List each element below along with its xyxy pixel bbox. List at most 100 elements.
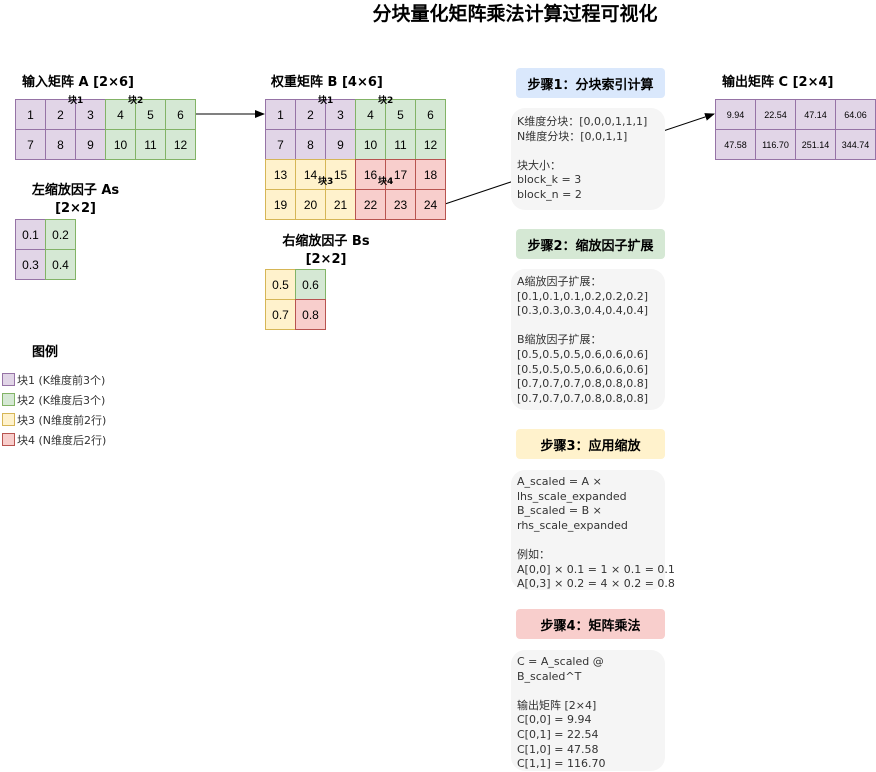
matrix-b-cell: 13	[265, 159, 296, 190]
step2-line: [0.5,0.5,0.5,0.6,0.6,0.6]	[517, 347, 649, 361]
step4-line: C[0,0] = 9.94	[517, 713, 592, 727]
output-cell: 22.54	[755, 99, 796, 130]
legend-item-block4: 块4 (N维度后2行)	[17, 434, 107, 447]
matrix-b-cell: 17	[385, 159, 416, 190]
matrix-a-cell: 8	[45, 129, 76, 160]
output-cell: 9.94	[715, 99, 756, 130]
matrix-b-cell: 23	[385, 189, 416, 220]
step3-line: 例如：	[517, 547, 550, 561]
step2-text: A缩放因子扩展： [0.1,0.1,0.1,0.2,0.2,0.2] [0.3,…	[517, 275, 665, 406]
output-label: 输出矩阵 C [2×4]	[722, 75, 834, 90]
matrix-a-cell: 11	[135, 129, 166, 160]
matrix-a-block1-label: 块1	[68, 96, 84, 106]
step4-header: 步骤4：矩阵乘法	[516, 609, 665, 639]
step4-text: C = A_scaled @ B_scaled^T 输出矩阵 [2×4] C[0…	[517, 655, 665, 772]
legend-title: 图例	[32, 345, 59, 360]
step2-line: [0.1,0.1,0.1,0.2,0.2,0.2]	[517, 289, 649, 303]
step3-line: B_scaled = B ×	[517, 504, 602, 518]
matrix-b-cell: 16	[355, 159, 386, 190]
step2-line: A缩放因子扩展：	[517, 275, 602, 288]
scale-a-cell: 0.3	[15, 249, 46, 280]
matrix-a-cell: 7	[15, 129, 46, 160]
matrix-b-cell: 22	[355, 189, 386, 220]
step4-line: C[1,1] = 116.70	[517, 757, 606, 771]
matrix-a-label: 输入矩阵 A [2×6]	[22, 75, 134, 90]
matrix-b-cell: 19	[265, 189, 296, 220]
step2-line: [0.5,0.5,0.5,0.6,0.6,0.6]	[517, 362, 649, 376]
scale-b-cell: 0.6	[295, 269, 326, 300]
output-cell: 116.70	[755, 129, 796, 160]
matrix-a-cell: 6	[165, 99, 196, 130]
scale-b-cell: 0.7	[265, 299, 296, 330]
matrix-a-block2-label: 块2	[128, 96, 144, 106]
output-cell: 47.14	[795, 99, 836, 130]
step4-line: C = A_scaled @	[517, 655, 604, 668]
step1-line: 块大小：	[517, 158, 561, 172]
matrix-b-cell: 2	[295, 99, 326, 130]
scale-a-cell: 0.1	[15, 219, 46, 250]
step2-line: [0.7,0.7,0.7,0.8,0.8,0.8]	[517, 377, 649, 391]
step2-line: [0.3,0.3,0.3,0.4,0.4,0.4]	[517, 304, 649, 318]
legend-swatch-block4	[2, 433, 15, 446]
step1-line: block_k = 3	[517, 173, 582, 187]
matrix-b-block4-label: 块4	[378, 177, 394, 187]
step1-line	[517, 144, 665, 159]
step4-line	[517, 684, 665, 699]
output-cell: 251.14	[795, 129, 836, 160]
matrix-b-cell: 6	[415, 99, 446, 130]
legend-swatch-block3	[2, 413, 15, 426]
step4-line: C[1,0] = 47.58	[517, 742, 599, 756]
matrix-b-label: 权重矩阵 B [4×6]	[271, 75, 383, 90]
scale-a-cell: 0.4	[45, 249, 76, 280]
matrix-b-block1-label: 块1	[318, 96, 334, 106]
matrix-b-cell: 9	[325, 129, 356, 160]
matrix-b-cell: 10	[355, 129, 386, 160]
matrix-b-cell: 20	[295, 189, 326, 220]
matrix-b-cell: 11	[385, 129, 416, 160]
matrix-a-cell: 12	[165, 129, 196, 160]
step1-line: N维度分块：[0,0,1,1]	[517, 129, 628, 143]
matrix-b-cell: 8	[295, 129, 326, 160]
step2-panel	[511, 269, 665, 410]
step2-line	[517, 319, 665, 334]
matrix-b-cell: 14	[295, 159, 326, 190]
step1-header: 步骤1：分块索引计算	[516, 68, 665, 98]
legend-swatch-block1	[2, 373, 15, 386]
scale-b-cell: 0.8	[295, 299, 326, 330]
matrix-a-cell: 2	[45, 99, 76, 130]
step3-line: A_scaled = A ×	[517, 475, 602, 488]
step4-panel	[511, 650, 665, 771]
output-cell: 344.74	[835, 129, 876, 160]
step3-line: A[0,3] × 0.2 = 4 × 0.2 = 0.8	[517, 577, 675, 591]
step2-header: 步骤2：缩放因子扩展	[516, 229, 665, 259]
legend-swatch-block2	[2, 393, 15, 406]
scale-b-label: 右缩放因子 Bs [2×2]	[282, 234, 370, 267]
scale-b-cell: 0.5	[265, 269, 296, 300]
step3-line: rhs_scale_expanded	[517, 518, 628, 532]
legend-item-block2: 块2 (K维度后3个)	[17, 394, 106, 407]
step3-panel	[511, 470, 665, 590]
matrix-a-cell: 1	[15, 99, 46, 130]
matrix-b-cell: 12	[415, 129, 446, 160]
scale-a-label: 左缩放因子 As [2×2]	[31, 183, 120, 216]
step3-text: A_scaled = A × lhs_scale_expanded B_scal…	[517, 475, 675, 592]
matrix-b-cell: 4	[355, 99, 386, 130]
diagram-title: 分块量化矩阵乘法计算过程可视化	[372, 3, 658, 25]
matrix-b-cell: 18	[415, 159, 446, 190]
matrix-a-cell: 10	[105, 129, 136, 160]
output-cell: 47.58	[715, 129, 756, 160]
step1-panel	[511, 108, 665, 210]
matrix-b-block2-label: 块2	[378, 96, 394, 106]
matrix-b-cell: 24	[415, 189, 446, 220]
legend-item-block1: 块1 (K维度前3个)	[17, 374, 106, 387]
step1-text: K维度分块：[0,0,0,1,1,1] N维度分块：[0,0,1,1] 块大小：…	[517, 115, 665, 203]
step3-line	[517, 533, 665, 548]
step4-line: B_scaled^T	[517, 669, 582, 683]
matrix-b-cell: 7	[265, 129, 296, 160]
step3-line: A[0,0] × 0.1 = 1 × 0.1 = 0.1	[517, 562, 675, 576]
matrix-a-cell: 9	[75, 129, 106, 160]
matrix-b-cell: 21	[325, 189, 356, 220]
legend-item-block3: 块3 (N维度前2行)	[17, 414, 107, 427]
step2-line: B缩放因子扩展：	[517, 333, 602, 347]
step4-line: 输出矩阵 [2×4]	[517, 698, 597, 712]
